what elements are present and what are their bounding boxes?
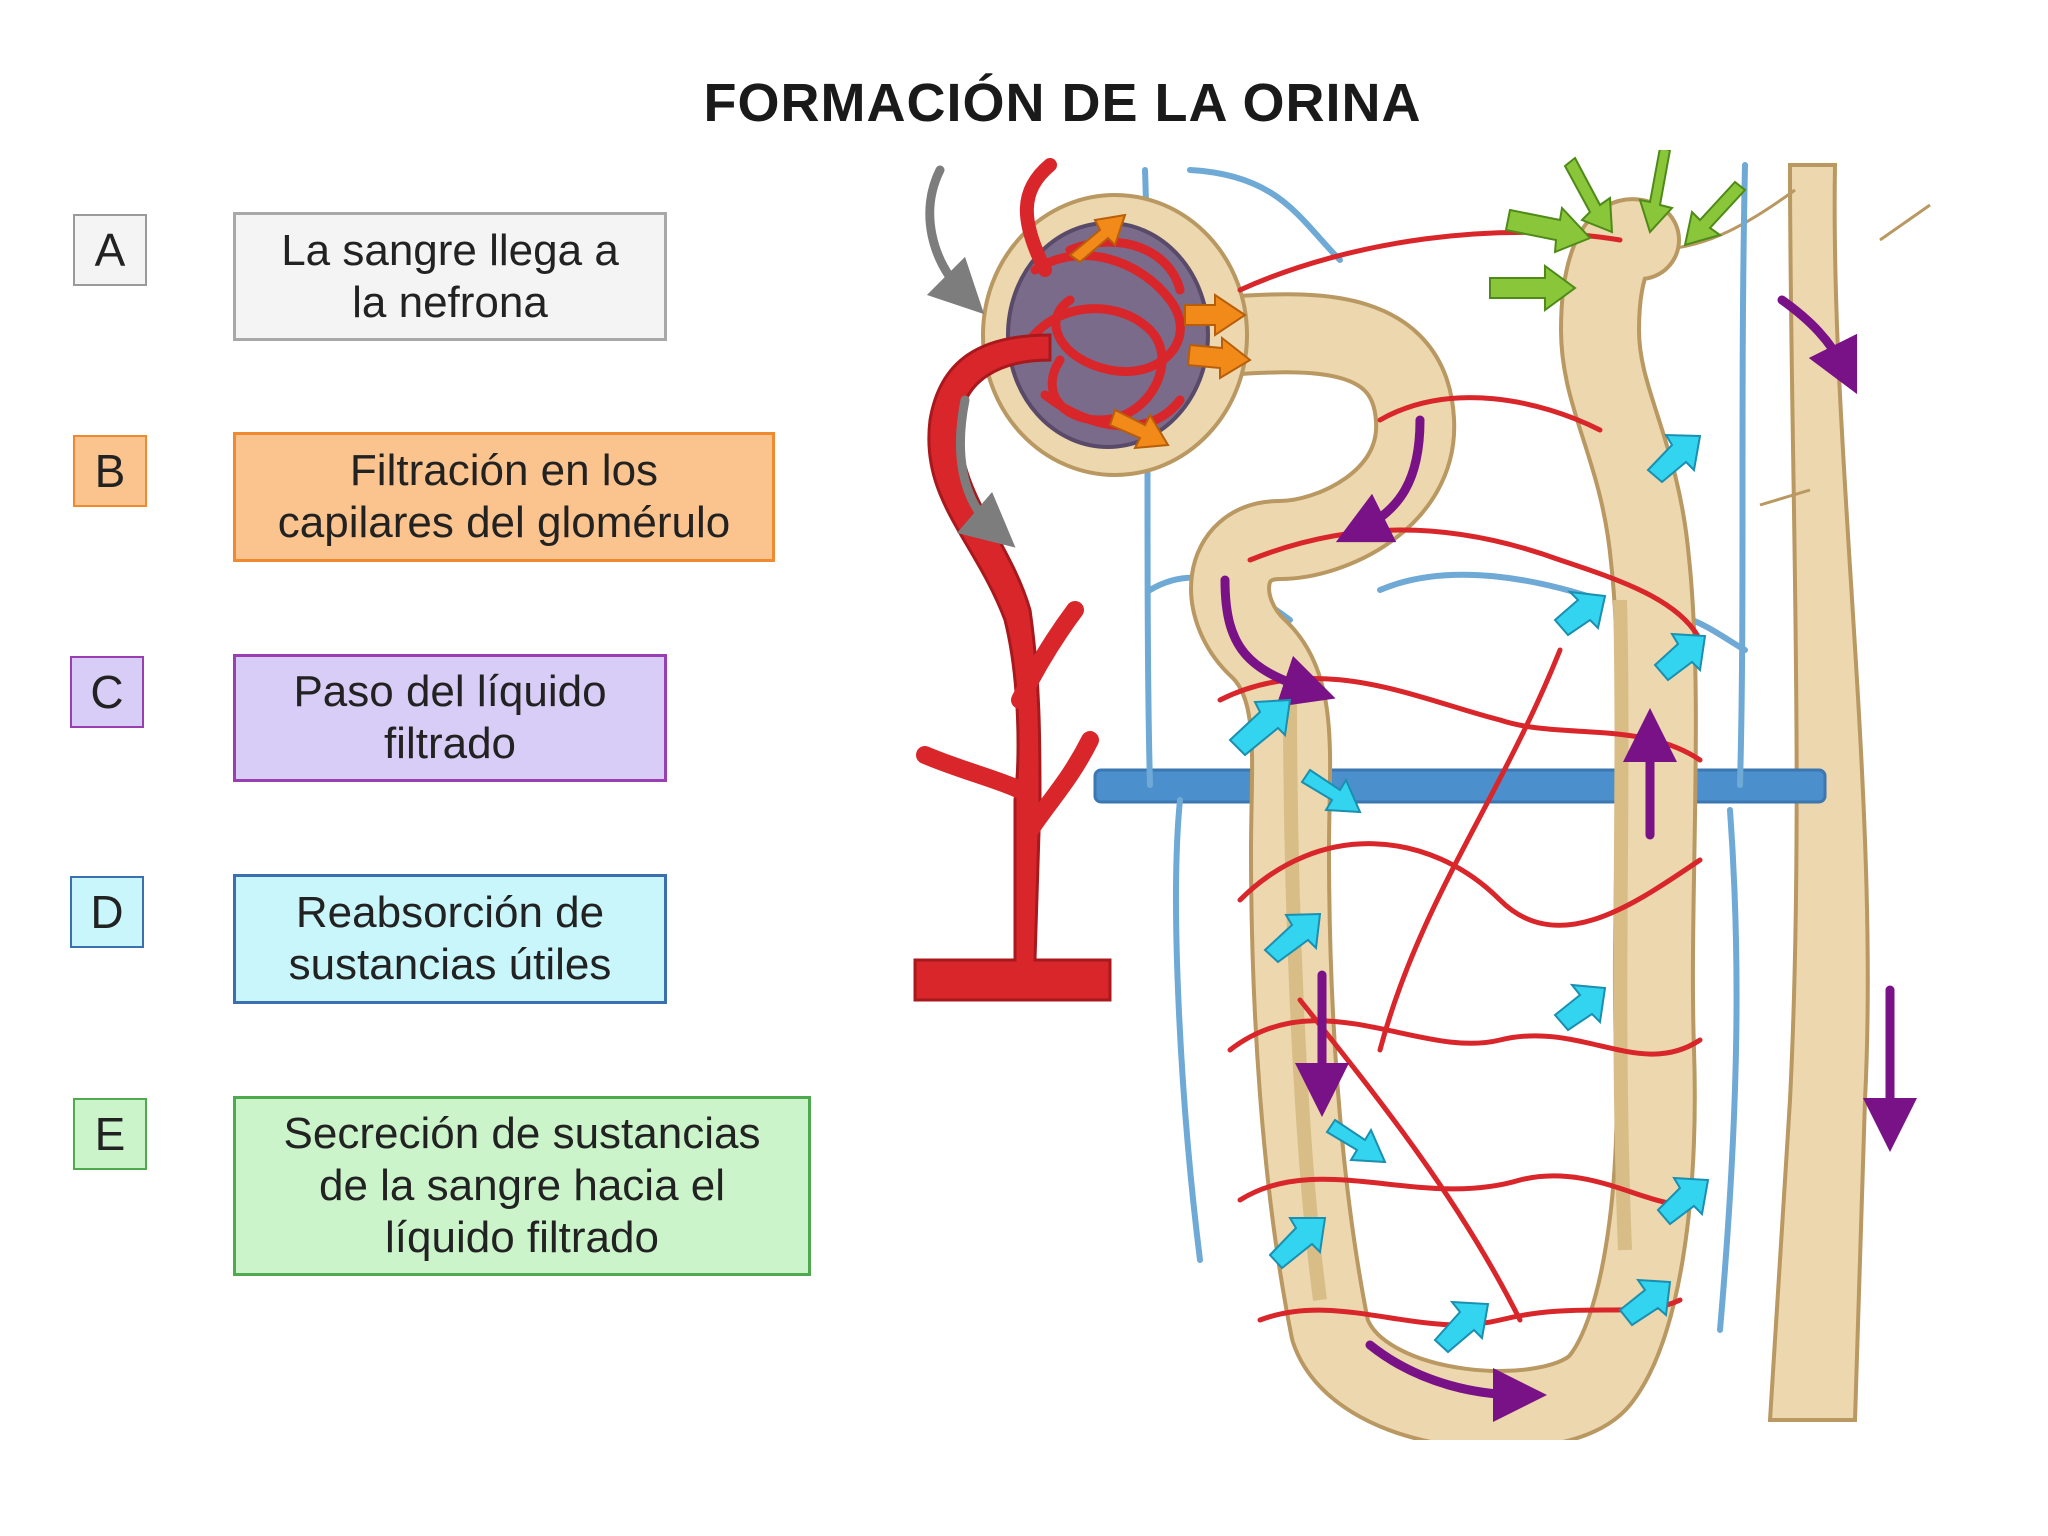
filtrate-flow-arrows <box>1220 295 1917 1422</box>
step-a-description: La sangre llega a la nefrona <box>233 212 667 341</box>
step-b-letter: B <box>73 435 147 507</box>
step-c-description: Paso del líquido filtrado <box>233 654 667 782</box>
page-title: FORMACIÓN DE LA ORINA <box>703 73 1422 133</box>
step-e-letter: E <box>73 1098 147 1170</box>
reabsorption-arrows <box>1228 433 1710 1354</box>
nephron-illustration <box>913 150 1931 1440</box>
step-d-letter: D <box>70 876 144 948</box>
peritubular-capillaries <box>1217 229 1703 1328</box>
secretion-arrows <box>1489 150 1747 312</box>
step-e-description: Secreción de sustancias de la sangre hac… <box>233 1096 811 1276</box>
blood-flow-arrows <box>925 165 1016 548</box>
filtration-arrows <box>1068 213 1252 450</box>
step-a-letter: A <box>73 214 147 286</box>
step-d-description: Reabsorción de sustancias útiles <box>233 874 667 1004</box>
renal-tubule <box>1189 197 1698 1440</box>
step-b-description: Filtración en los capilares del glomérul… <box>233 432 775 562</box>
step-c-letter: C <box>70 656 144 728</box>
